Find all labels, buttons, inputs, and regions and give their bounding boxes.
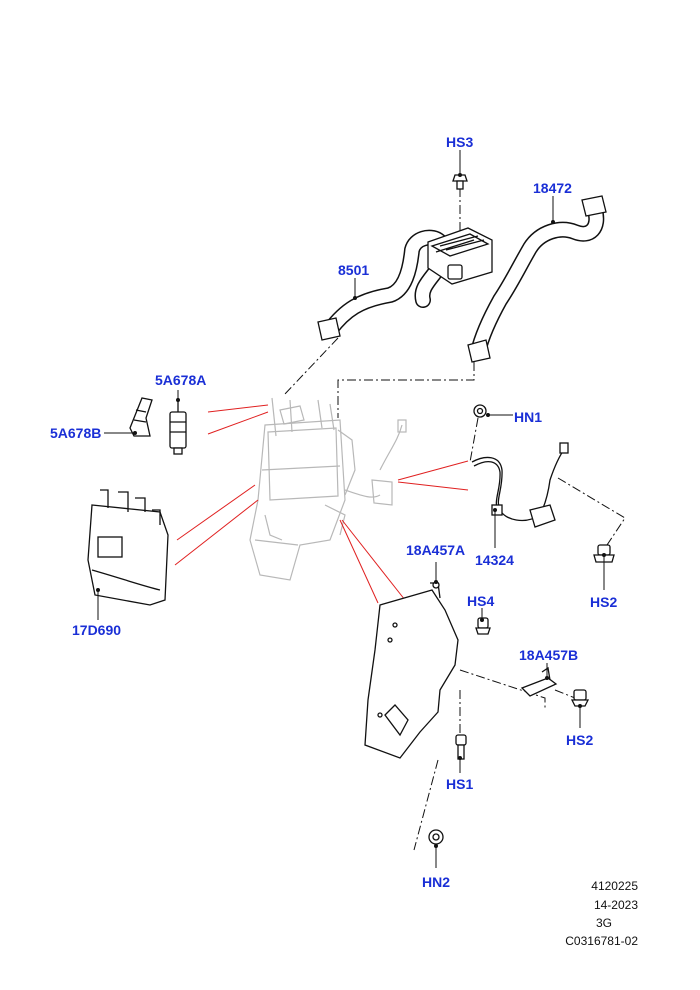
reference-code: 3G <box>595 916 612 930</box>
alignment-lines <box>283 188 626 851</box>
callout-5a678a[interactable]: 5A678A <box>155 372 207 388</box>
callout-hs1[interactable]: HS1 <box>446 776 474 792</box>
callout-hs4[interactable]: HS4 <box>467 593 495 609</box>
callout-hn2[interactable]: HN2 <box>422 874 451 890</box>
callout-5a678b[interactable]: 5A678B <box>50 425 102 441</box>
nut-hn1[interactable] <box>473 404 487 418</box>
reference-lines <box>174 404 469 604</box>
ghost-housing-assembly <box>249 397 407 581</box>
leader-lines <box>96 150 606 868</box>
callout-hn1[interactable]: HN1 <box>514 409 543 425</box>
callout-18472[interactable]: 18472 <box>533 180 572 196</box>
callout-hs3[interactable]: HS3 <box>446 134 474 150</box>
reference-illustration-id: C0316781-02 <box>565 934 638 948</box>
connector-5a678b[interactable] <box>129 397 153 437</box>
callout-17d690[interactable]: 17D690 <box>72 622 122 638</box>
sensor-5a678a[interactable] <box>169 398 187 455</box>
bracket-18a457b[interactable] <box>520 666 558 697</box>
callout-18a457b[interactable]: 18A457B <box>519 647 579 663</box>
callout-hs2-lower[interactable]: HS2 <box>566 732 594 748</box>
nut-hn2[interactable] <box>428 829 444 845</box>
reference-number: 4120225 <box>591 879 638 893</box>
bolt-hs3[interactable] <box>452 174 468 190</box>
callout-18a457a[interactable]: 18A457A <box>406 542 466 558</box>
hose-8501-assembly[interactable] <box>317 227 493 341</box>
callout-14324[interactable]: 14324 <box>475 552 514 568</box>
callout-hs2-right[interactable]: HS2 <box>590 594 618 610</box>
hose-18472[interactable] <box>467 195 607 363</box>
callout-8501[interactable]: 8501 <box>338 262 370 278</box>
reference-date: 14-2023 <box>593 898 638 912</box>
bolt-hs2-lower[interactable] <box>570 689 590 707</box>
cover-17d690[interactable] <box>87 489 169 606</box>
bracket-18a457a[interactable] <box>364 581 459 759</box>
bolt-hs1[interactable] <box>455 734 467 760</box>
harness-14324[interactable] <box>471 442 569 528</box>
